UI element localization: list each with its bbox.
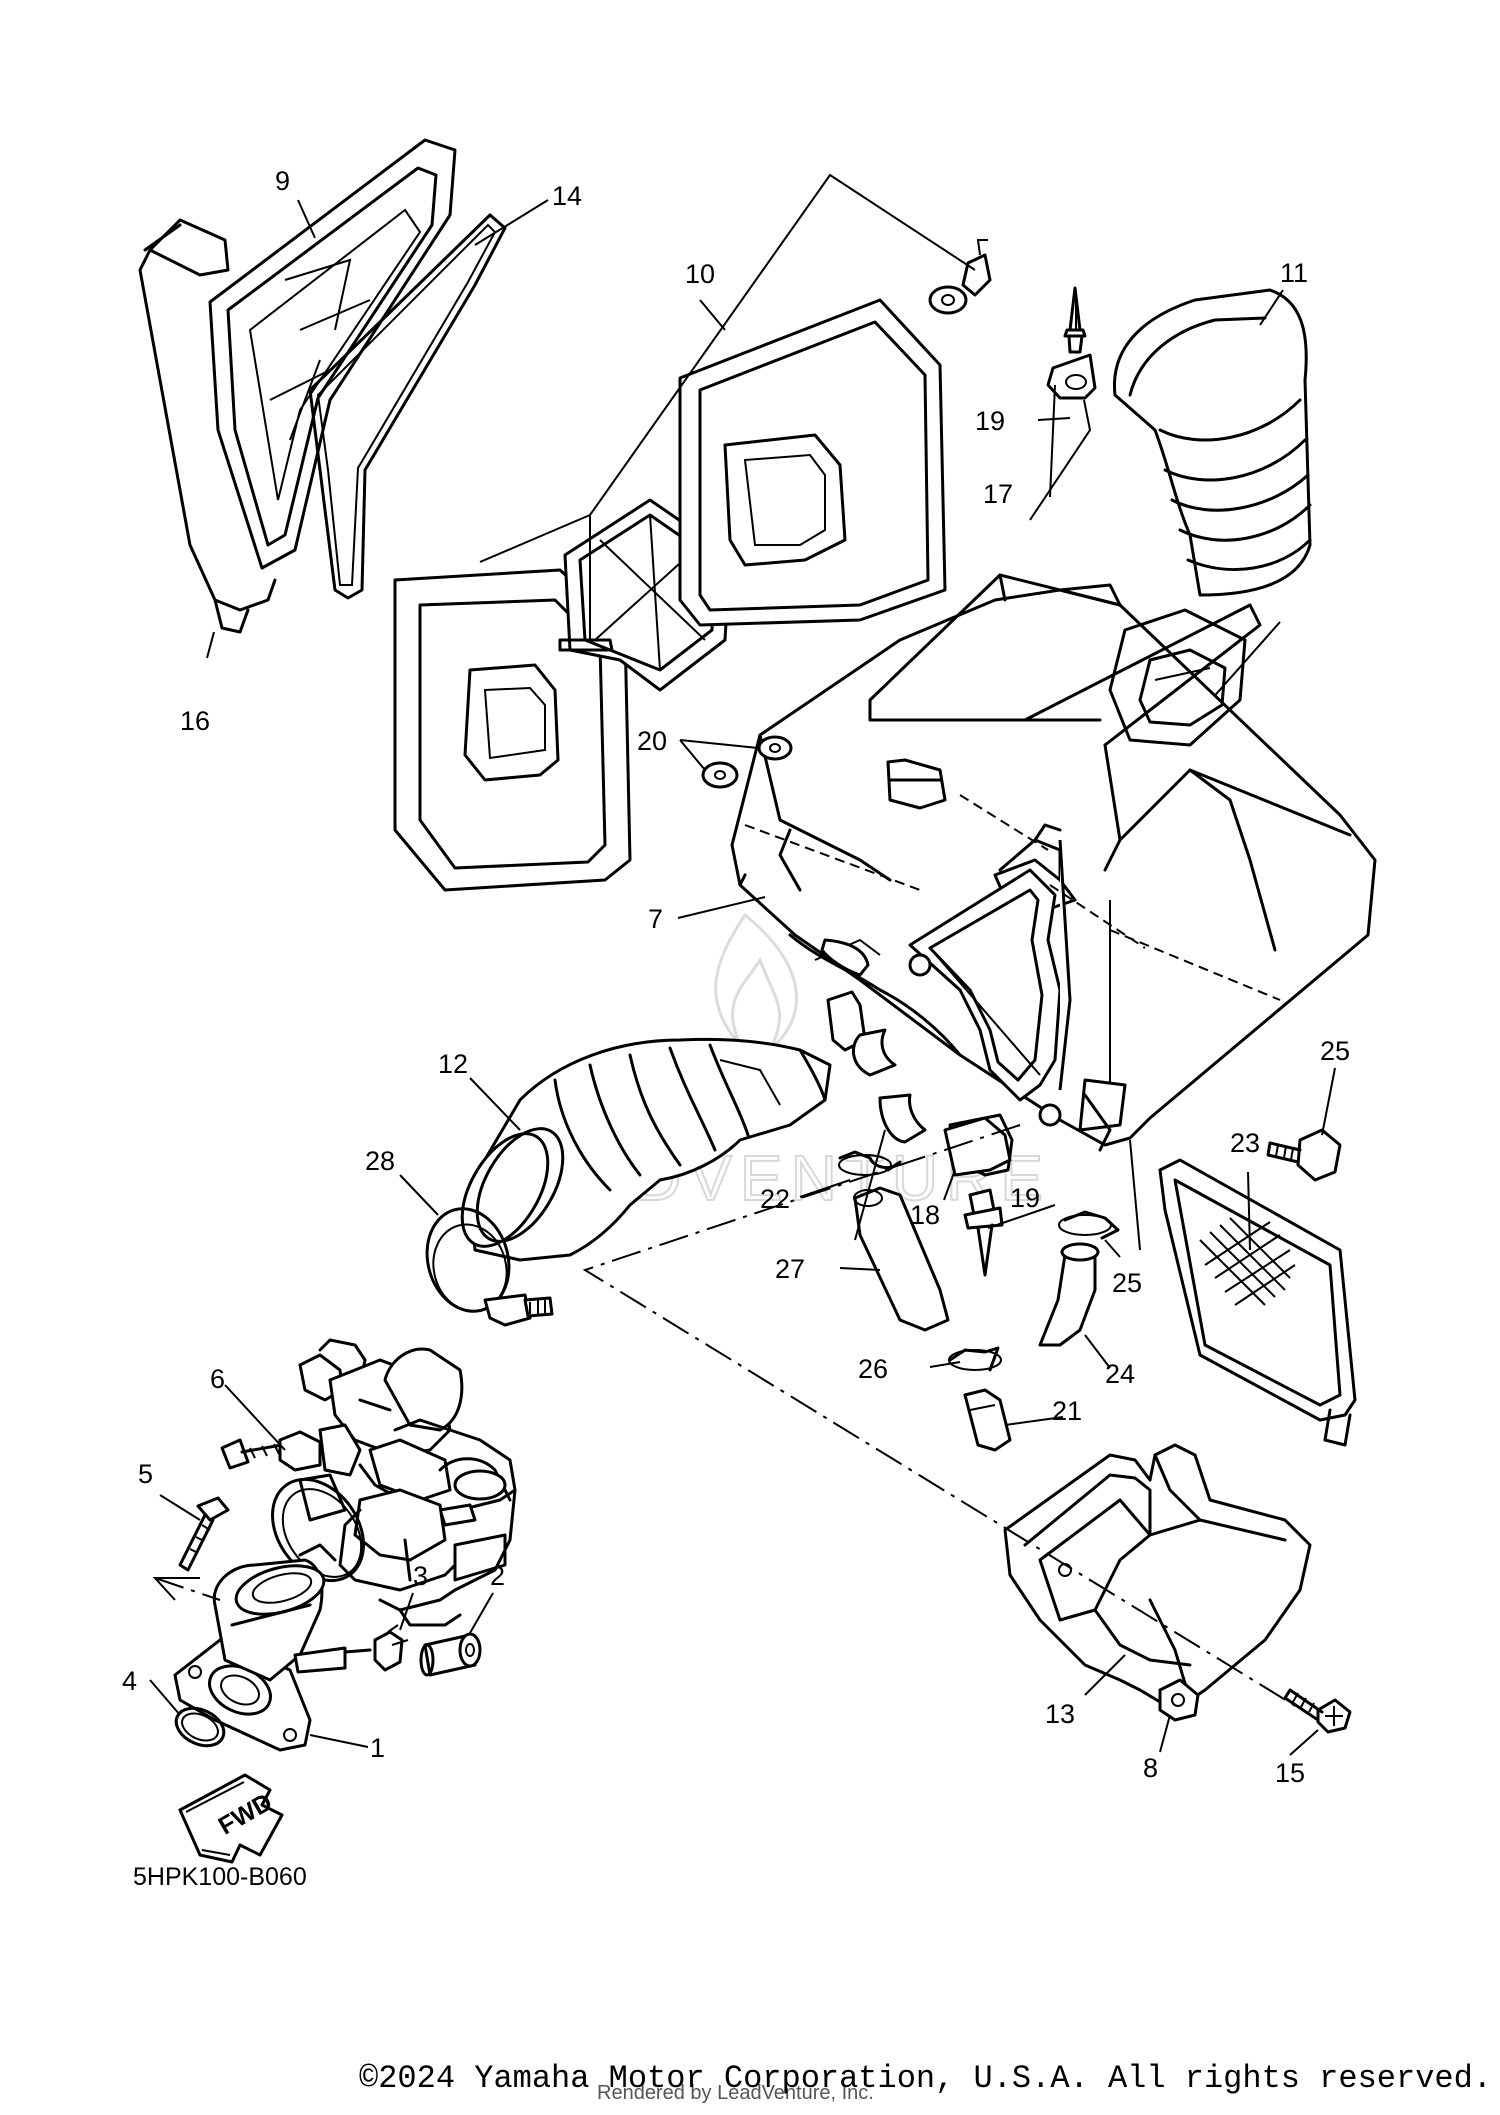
callout-21: 21	[1052, 1396, 1082, 1426]
part-17-19-top	[1029, 286, 1097, 521]
part-12-joint	[460, 1037, 832, 1262]
part-22-26	[838, 1150, 950, 1332]
part-9-cover	[138, 138, 457, 634]
callout-11: 11	[1280, 258, 1308, 288]
callout-23: 23	[1230, 1128, 1260, 1158]
callout-10: 10	[685, 259, 715, 289]
callout-15: 15	[1275, 1758, 1305, 1788]
part-10-element	[393, 173, 992, 892]
part-7-case	[730, 573, 1377, 1177]
leader-lines	[149, 199, 1336, 1756]
part-27-bolt	[1266, 1128, 1342, 1182]
callout-27: 25	[1320, 1036, 1350, 1066]
part-1-manifold	[152, 1558, 372, 1752]
callout-17: 17	[983, 479, 1013, 509]
callout-25-right: 25	[1112, 1268, 1142, 1298]
callout-12: 12	[438, 1049, 468, 1079]
callout-19-low: 19	[1010, 1183, 1040, 1213]
callout-18: 18	[910, 1200, 940, 1230]
callout-13: 13	[1045, 1699, 1075, 1729]
copyright-notice: ©2024 Yamaha Motor Corporation, U.S.A. A…	[359, 2060, 1492, 2097]
part-24-drain	[1038, 1242, 1100, 1347]
callout-1: 1	[370, 1733, 385, 1763]
part-20-grommets	[701, 735, 793, 789]
part-21-plug	[963, 1388, 1012, 1452]
part-13-duct-cover	[1003, 1443, 1312, 1722]
callout-labels: 9 14 10 11 19 17 16 20 7 25 12 28 22 18 …	[122, 166, 1350, 1788]
callout-5: 5	[138, 1459, 153, 1489]
callout-14: 14	[552, 181, 582, 211]
rendered-by-note: Rendered by LeadVenture, Inc.	[597, 2082, 874, 2104]
callout-19-top: 19	[975, 406, 1005, 436]
part-18-19-lower	[943, 1116, 1012, 1277]
callout-26: 27	[775, 1254, 805, 1284]
callout-24: 24	[1105, 1359, 1135, 1389]
part-11-duct	[1112, 288, 1312, 781]
callout-22: 22	[760, 1184, 790, 1214]
part-28-clamp	[425, 1207, 554, 1327]
part-5-bolt	[178, 1496, 230, 1572]
callout-28: 28	[365, 1146, 395, 1176]
callout-6: 6	[210, 1364, 225, 1394]
callout-3: 3	[413, 1561, 428, 1591]
part-6-clamp	[220, 1430, 365, 1583]
callout-25-left: 26	[858, 1354, 888, 1384]
part-23-screen	[1158, 1158, 1357, 1447]
carburetor	[298, 1338, 517, 1627]
callout-4: 4	[122, 1666, 137, 1696]
part-14-gasket	[308, 213, 507, 600]
callout-7: 7	[648, 904, 663, 934]
callout-20: 20	[637, 726, 667, 756]
callout-8: 8	[1143, 1753, 1158, 1783]
part-15-screw	[1283, 1688, 1352, 1734]
part-3-clip	[373, 1624, 409, 1672]
callout-2: 2	[490, 1561, 505, 1591]
part-4-oring	[174, 1706, 226, 1748]
callout-9: 9	[275, 166, 290, 196]
part-25-clips	[948, 1210, 1120, 1372]
reference-lines	[154, 1124, 1311, 1716]
fwd-arrow: FWD	[178, 1773, 284, 1864]
part-2-sleeve	[419, 1632, 482, 1677]
callout-16: 16	[180, 706, 210, 736]
diagram-code: 5HPK100-B060	[133, 1863, 307, 1891]
